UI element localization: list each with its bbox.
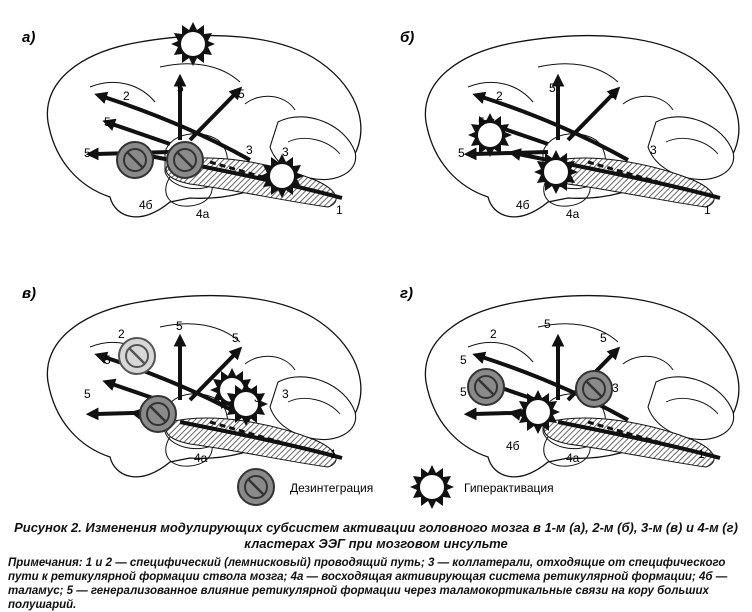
label-5: 5	[600, 331, 607, 345]
label-5: 5	[177, 81, 184, 95]
disintegration-icon	[117, 336, 157, 376]
label-5: 5	[544, 317, 551, 331]
label-3: 3	[282, 145, 289, 159]
hyperactivation-icon	[410, 465, 454, 509]
label-5: 5	[460, 353, 467, 367]
label-3: 3	[650, 143, 657, 157]
label-5: 5	[460, 385, 467, 399]
figure-caption: Рисунок 2. Изменения модулирующих субсис…	[8, 520, 744, 612]
disintegration-icon	[138, 394, 178, 434]
label-2: 2	[496, 89, 503, 103]
label-4a: 4а	[196, 207, 210, 221]
label-4b: 4б	[516, 198, 530, 212]
label-5: 5	[104, 115, 111, 129]
legend: Дезинтеграция Гиперактивация	[236, 465, 554, 509]
label-3: 3	[282, 387, 289, 401]
legend-hyperactivation-label: Гиперактивация	[464, 481, 554, 495]
panel-letter: в)	[22, 285, 36, 302]
disintegration-icon	[574, 369, 614, 409]
disintegration-icon	[236, 467, 276, 507]
panel-v: в) 2 5 5 5 5 3 3 4а 1	[22, 285, 361, 477]
label-2: 2	[118, 327, 125, 341]
label-5: 5	[84, 146, 91, 160]
panel-letter: г)	[400, 285, 413, 302]
label-1: 1	[336, 203, 343, 217]
panel-b: б) 2 5 5 5 5 3 4б 4а 1	[400, 29, 739, 221]
label-1: 1	[704, 203, 711, 217]
label-1: 1	[698, 447, 705, 461]
brain-activation-figure: а) 2 5 5 5 5 3 3 4б 4а 1 б) 2 5 5 5 5 3 …	[22, 22, 752, 509]
label-3: 3	[254, 391, 261, 405]
caption-title: Рисунок 2. Изменения модулирующих субсис…	[14, 520, 738, 551]
label-4a: 4а	[194, 451, 208, 465]
label-2: 2	[123, 89, 130, 103]
label-5: 5	[238, 87, 245, 101]
panel-a: а) 2 5 5 5 5 3 3 4б 4а 1	[22, 22, 361, 221]
label-5: 5	[458, 146, 465, 160]
disintegration-icon	[165, 140, 205, 180]
label-5: 5	[610, 87, 617, 101]
panel-letter: б)	[400, 29, 414, 46]
label-4b: 4б	[139, 198, 153, 212]
label-3: 3	[612, 381, 619, 395]
legend-disintegration-label: Дезинтеграция	[290, 481, 373, 495]
label-5: 5	[232, 331, 239, 345]
label-5: 5	[549, 81, 556, 95]
label-3: 3	[246, 143, 253, 157]
label-4a: 4а	[566, 451, 580, 465]
caption-note: Примечания: 1 и 2 — специфический (лемни…	[8, 557, 728, 611]
label-4b: 4б	[506, 439, 520, 453]
label-2: 2	[490, 327, 497, 341]
label-5: 5	[176, 319, 183, 333]
label-4a: 4а	[566, 207, 580, 221]
disintegration-icon	[466, 367, 506, 407]
label-5: 5	[478, 115, 485, 129]
label-5: 5	[84, 387, 91, 401]
panel-g: г) 2 5 5 5 5 3 4б 4а 1	[400, 285, 739, 477]
disintegration-icon	[115, 140, 155, 180]
label-5: 5	[104, 353, 111, 367]
panel-letter: а)	[22, 29, 35, 46]
label-1: 1	[330, 447, 337, 461]
